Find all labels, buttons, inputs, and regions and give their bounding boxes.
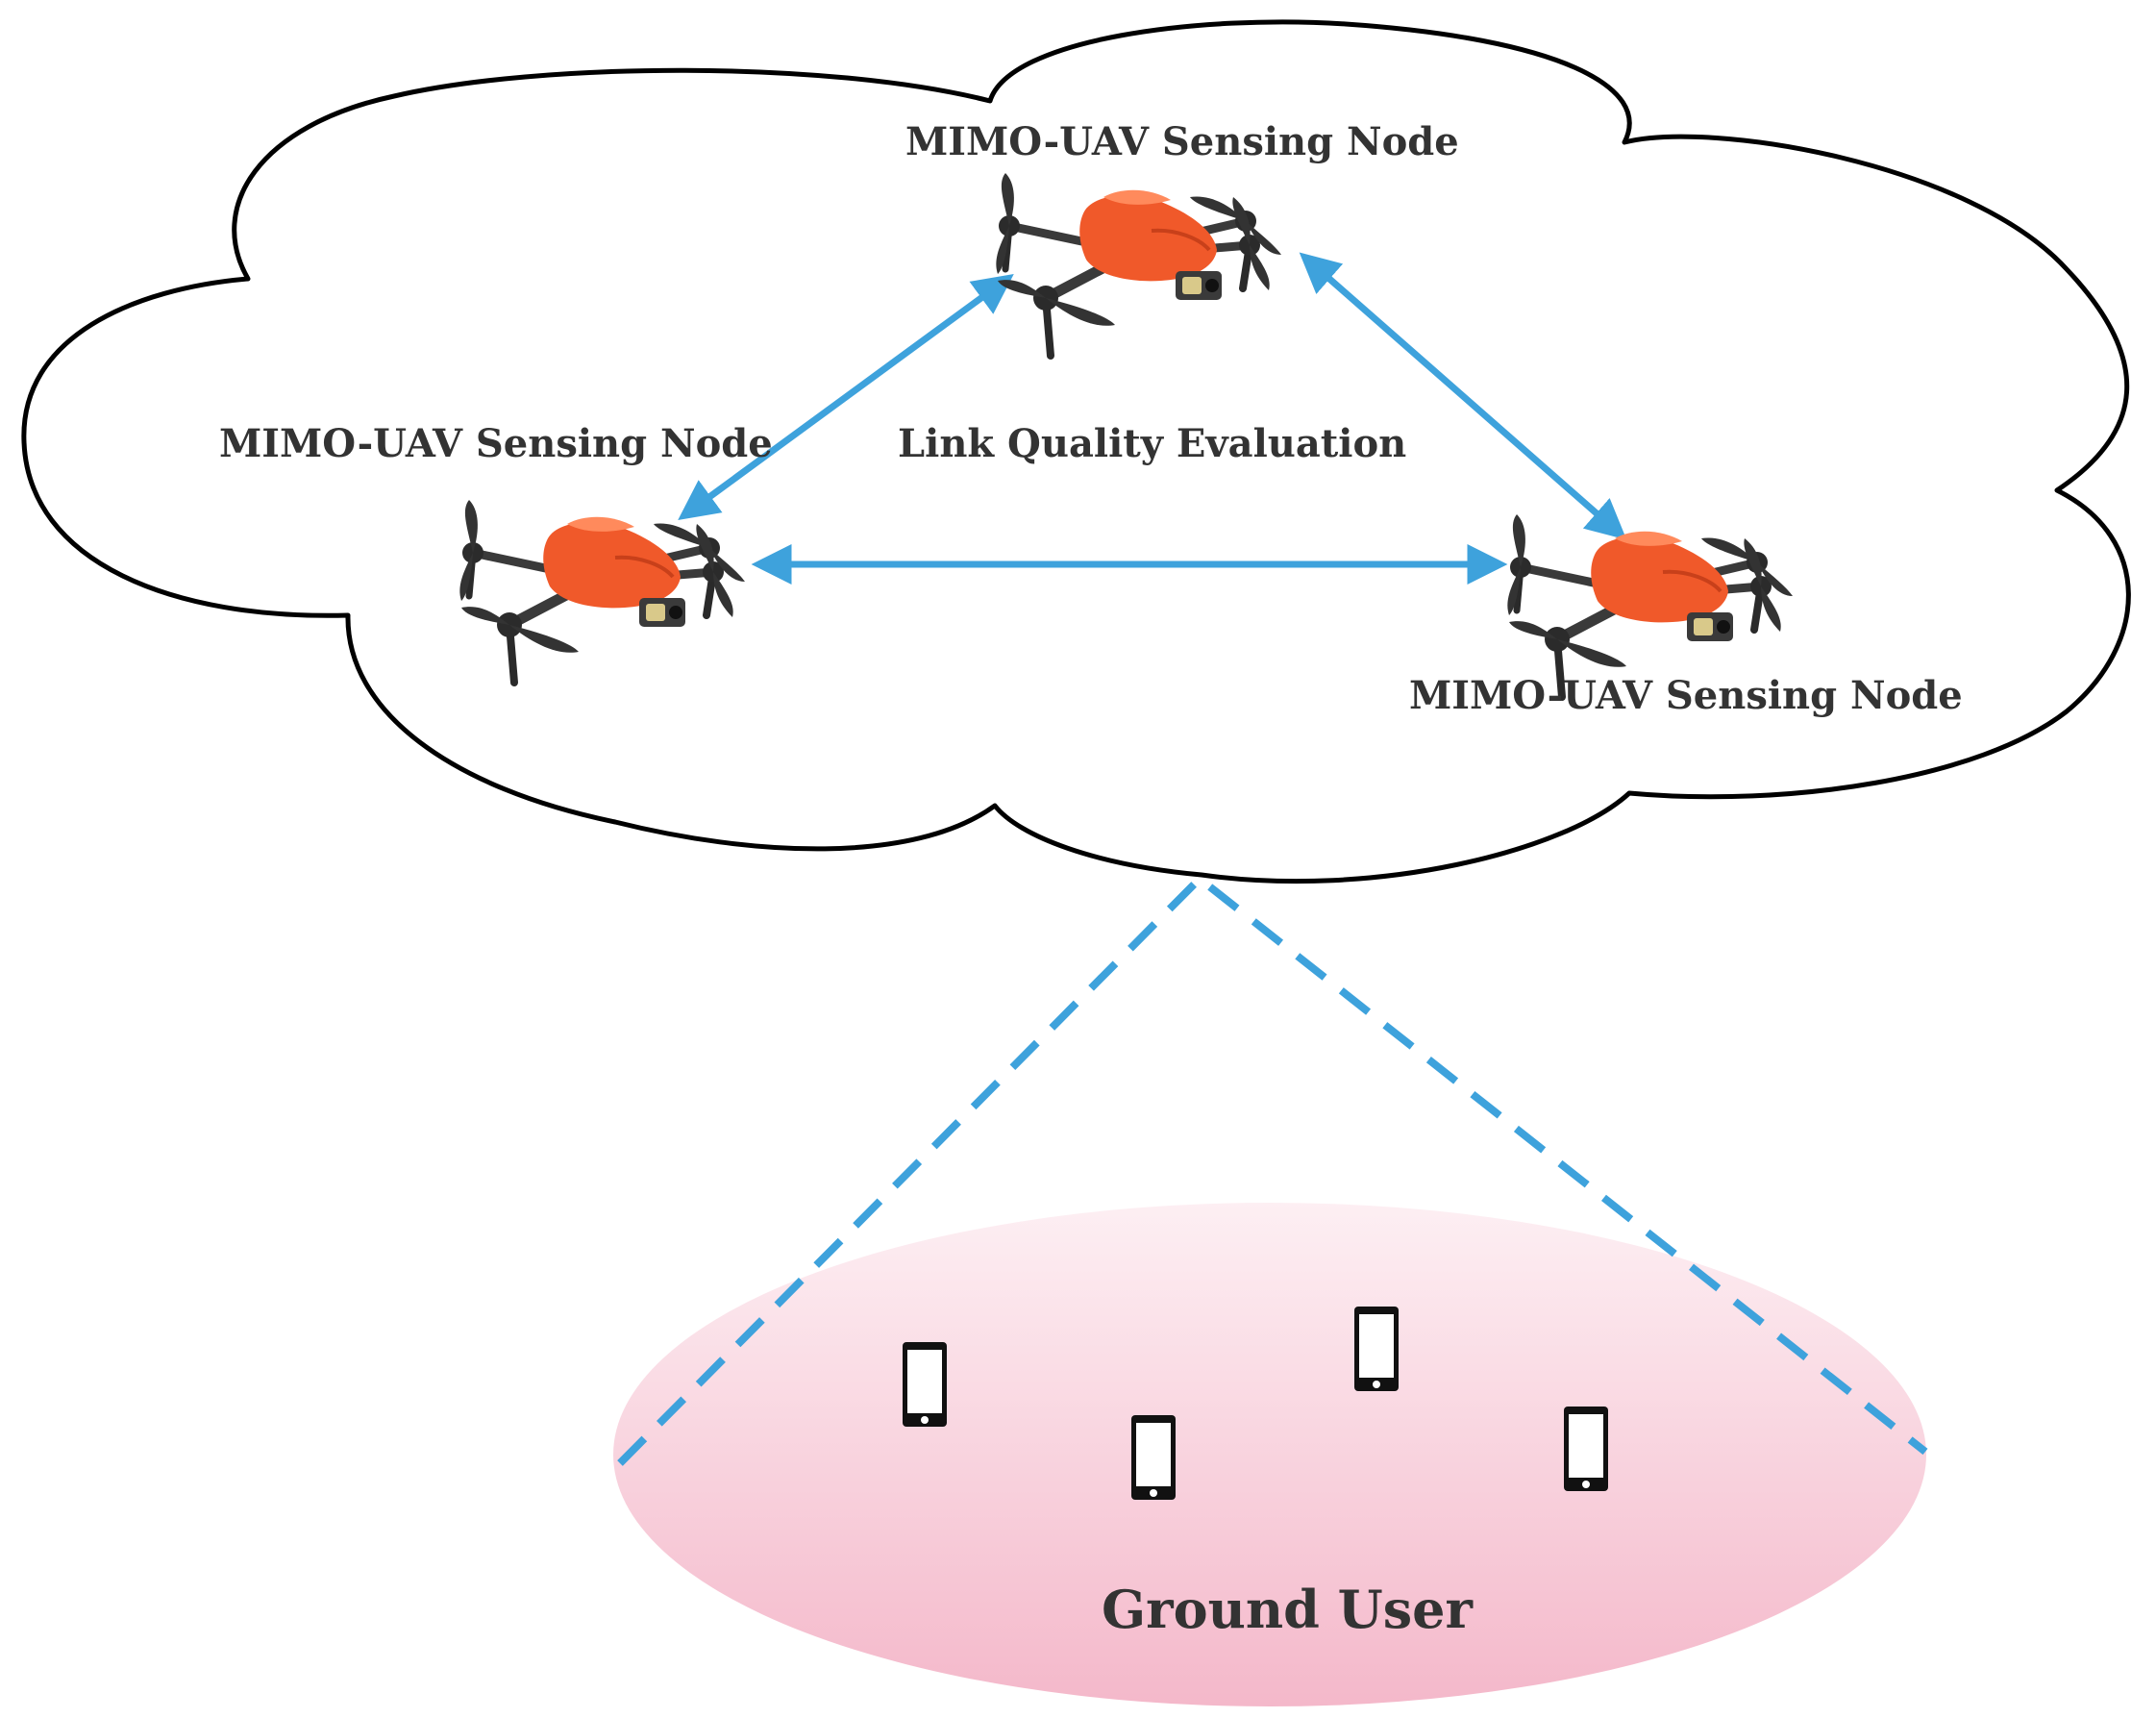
ground-user-area xyxy=(613,1203,1926,1706)
node-label-left: MIMO-UAV Sensing Node xyxy=(219,421,773,466)
link-arrow-left-top xyxy=(678,274,1014,520)
smartphone-icon xyxy=(1564,1407,1608,1491)
cloud-shape xyxy=(21,19,2131,884)
smartphone-icon xyxy=(903,1342,947,1427)
link-quality-label: Link Quality Evaluation xyxy=(898,421,1407,466)
ground-user-label: Ground User xyxy=(1102,1579,1473,1640)
link-arrow-top-right xyxy=(1299,252,1627,540)
smartphone-icon xyxy=(1131,1415,1176,1500)
node-label-right: MIMO-UAV Sensing Node xyxy=(1409,673,1963,718)
node-label-top: MIMO-UAV Sensing Node xyxy=(905,119,1459,164)
smartphone-icon xyxy=(1354,1307,1399,1391)
